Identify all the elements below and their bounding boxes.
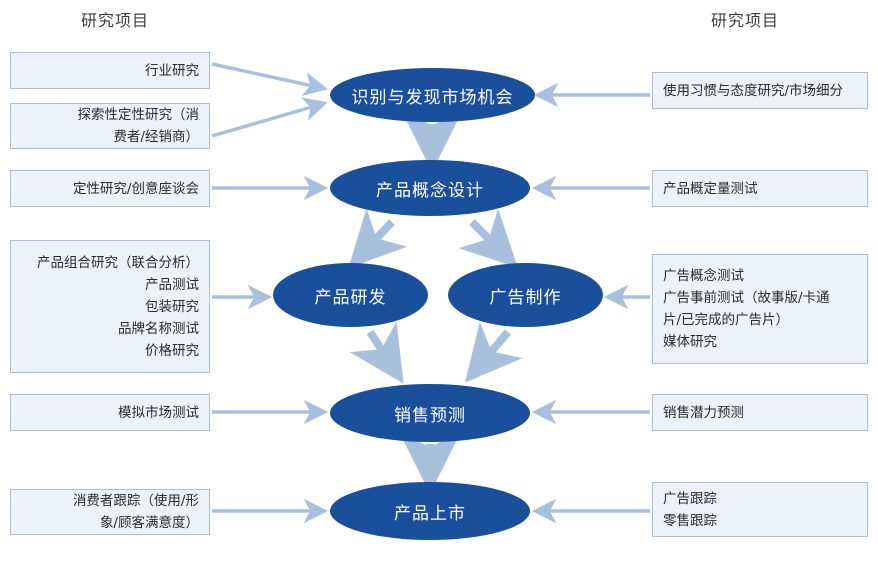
research-box-qualitative[interactable]: 定性研究/创意座谈会 bbox=[10, 170, 210, 207]
research-box-line: 使用习惯与态度研究/市场细分 bbox=[663, 82, 844, 99]
arrow-concept-to-advertising bbox=[458, 208, 518, 268]
research-box-concept-quantitative[interactable]: 产品概定量测试 bbox=[652, 170, 868, 207]
arrow-industry-to-identify bbox=[211, 62, 328, 97]
arrow-exploratory-to-identify bbox=[211, 97, 328, 138]
process-oval-sales-forecast[interactable]: 销售预测 bbox=[330, 384, 530, 442]
process-oval-product-rnd[interactable]: 产品研发 bbox=[273, 263, 428, 327]
arrow-concept-to-rnd bbox=[348, 208, 408, 269]
research-box-line: 广告概念测试 bbox=[663, 268, 744, 284]
research-box-line: 媒体研究 bbox=[663, 334, 717, 350]
arrow-advertising-to-forecast bbox=[464, 321, 523, 383]
process-oval-advertising-production[interactable]: 广告制作 bbox=[448, 263, 603, 327]
research-box-line: 象/顾客满意度） bbox=[99, 515, 199, 531]
research-box-consumer-tracking[interactable]: 消费者跟踪（使用/形 象/顾客满意度） bbox=[10, 489, 210, 535]
research-box-industry[interactable]: 行业研究 bbox=[10, 52, 210, 89]
research-box-line: 模拟市场测试 bbox=[118, 404, 199, 421]
left-column-header: 研究项目 bbox=[80, 11, 149, 30]
research-box-line: 价格研究 bbox=[145, 342, 199, 359]
research-box-line: 销售潜力预测 bbox=[663, 404, 744, 421]
process-oval-identify-opportunity[interactable]: 识别与发现市场机会 bbox=[330, 68, 535, 122]
research-box-line: 品牌名称测试 bbox=[118, 320, 199, 337]
arrow-rnd-to-forecast bbox=[349, 321, 404, 384]
process-oval-concept-design[interactable]: 产品概念设计 bbox=[330, 160, 530, 216]
research-box-sales-potential[interactable]: 销售潜力预测 bbox=[652, 394, 868, 431]
research-box-line: 探索性定性研究（消 bbox=[77, 107, 200, 123]
research-box-line: 费者/经销商） bbox=[113, 129, 199, 145]
research-box-exploratory[interactable]: 探索性定性研究（消 费者/经销商） bbox=[10, 103, 210, 149]
right-column-header: 研究项目 bbox=[710, 11, 779, 30]
research-box-product-bundle[interactable]: 产品组合研究（联合分析） 产品测试 包装研究 品牌名称测试 价格研究 bbox=[10, 240, 210, 373]
research-box-line: 零售跟踪 bbox=[663, 512, 717, 529]
research-box-line: 广告事前测试（故事版/卡通 bbox=[663, 290, 830, 306]
research-box-line: 产品测试 bbox=[145, 276, 199, 293]
research-box-tracking[interactable]: 广告跟踪 零售跟踪 bbox=[652, 482, 868, 537]
research-box-advertising-tests[interactable]: 广告概念测试 广告事前测试（故事版/卡通 片/已完成的广告片） 媒体研究 bbox=[652, 254, 868, 364]
research-box-line: 消费者跟踪（使用/形 bbox=[72, 493, 199, 509]
research-box-line: 广告跟踪 bbox=[663, 490, 717, 507]
process-oval-product-launch[interactable]: 产品上市 bbox=[330, 482, 530, 540]
research-box-line: 片/已完成的广告片） bbox=[663, 312, 790, 328]
research-box-simulated-market[interactable]: 模拟市场测试 bbox=[10, 394, 210, 431]
research-box-line: 产品组合研究（联合分析） bbox=[37, 254, 199, 271]
research-box-line: 定性研究/创意座谈会 bbox=[72, 180, 199, 197]
research-box-line: 行业研究 bbox=[145, 62, 199, 79]
research-box-line: 包装研究 bbox=[145, 298, 199, 315]
research-box-line: 产品概定量测试 bbox=[663, 180, 758, 197]
research-box-usage-attitude[interactable]: 使用习惯与态度研究/市场细分 bbox=[652, 72, 868, 109]
